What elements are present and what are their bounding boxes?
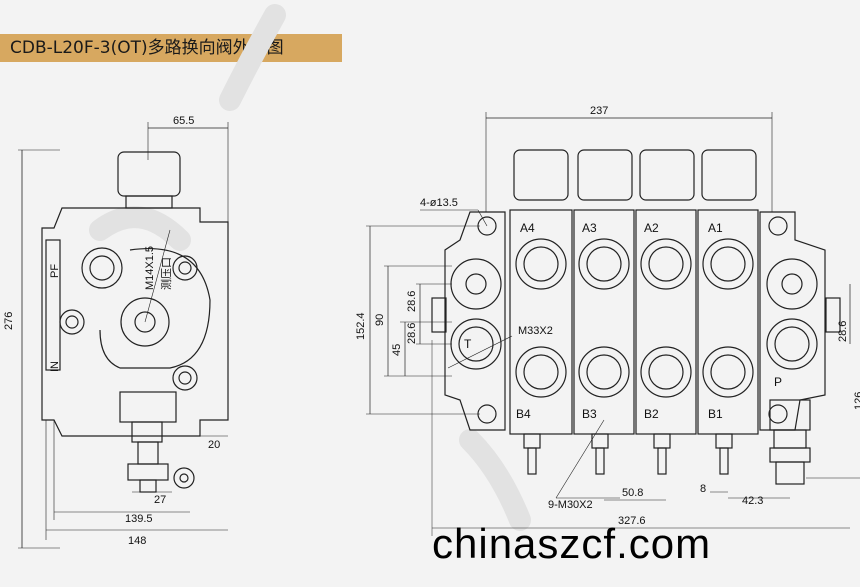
port-b2: B2 [644, 407, 659, 421]
dim-45: 45 [391, 344, 403, 356]
port-a4: A4 [520, 221, 535, 235]
dim-276: 276 [3, 312, 15, 330]
side-view-labels: 65.5 276 M14X1.5 测压口 PF IN 20 27 139.5 1… [3, 115, 220, 547]
dim-8: 8 [700, 483, 706, 495]
port-a3: A3 [582, 221, 597, 235]
dim-152-4: 152.4 [355, 312, 367, 340]
port-in-label: IN [49, 361, 61, 372]
dim-28-6-c: 28.6 [837, 321, 849, 342]
dim-237: 237 [590, 105, 608, 117]
watermark: chinaszcf.com [432, 520, 712, 567]
port-p: P [774, 375, 782, 389]
background-watermark [89, 4, 531, 531]
page-title: CDB-L20F-3(OT)多路换向阀外形图 [0, 34, 342, 62]
dim-28-6-a: 28.6 [406, 291, 418, 312]
port-a1: A1 [708, 221, 723, 235]
thread-m33-label: M33X2 [518, 325, 553, 337]
pressure-port-note: 测压口 [160, 257, 173, 290]
dim-327-6: 327.6 [618, 515, 646, 527]
port-a2: A2 [644, 221, 659, 235]
dim-27: 27 [154, 494, 166, 506]
port-thread-label: M14X1.5 [144, 246, 156, 290]
dim-139-5: 139.5 [125, 513, 153, 525]
dim-126: 126 [853, 392, 860, 410]
holes-label: 4-ø13.5 [420, 197, 458, 209]
dim-20: 20 [208, 439, 220, 451]
port-b3: B3 [582, 407, 597, 421]
port-pf-label: PF [49, 264, 61, 278]
dim-65-5: 65.5 [173, 115, 194, 127]
port-b1: B1 [708, 407, 723, 421]
dim-50-8: 50.8 [622, 487, 643, 499]
front-view-labels: 237 4-ø13.5 152.4 90 45 28.6 28.6 28.6 1… [355, 105, 860, 527]
thread-m30-label: 9-M30X2 [548, 499, 593, 511]
port-b4: B4 [516, 407, 531, 421]
dim-28-6-b: 28.6 [406, 323, 418, 344]
dim-148: 148 [128, 535, 146, 547]
port-t: T [464, 337, 472, 351]
front-view [366, 112, 860, 536]
side-view [18, 122, 229, 549]
dim-42-3: 42.3 [742, 495, 763, 507]
dim-90: 90 [374, 314, 386, 326]
